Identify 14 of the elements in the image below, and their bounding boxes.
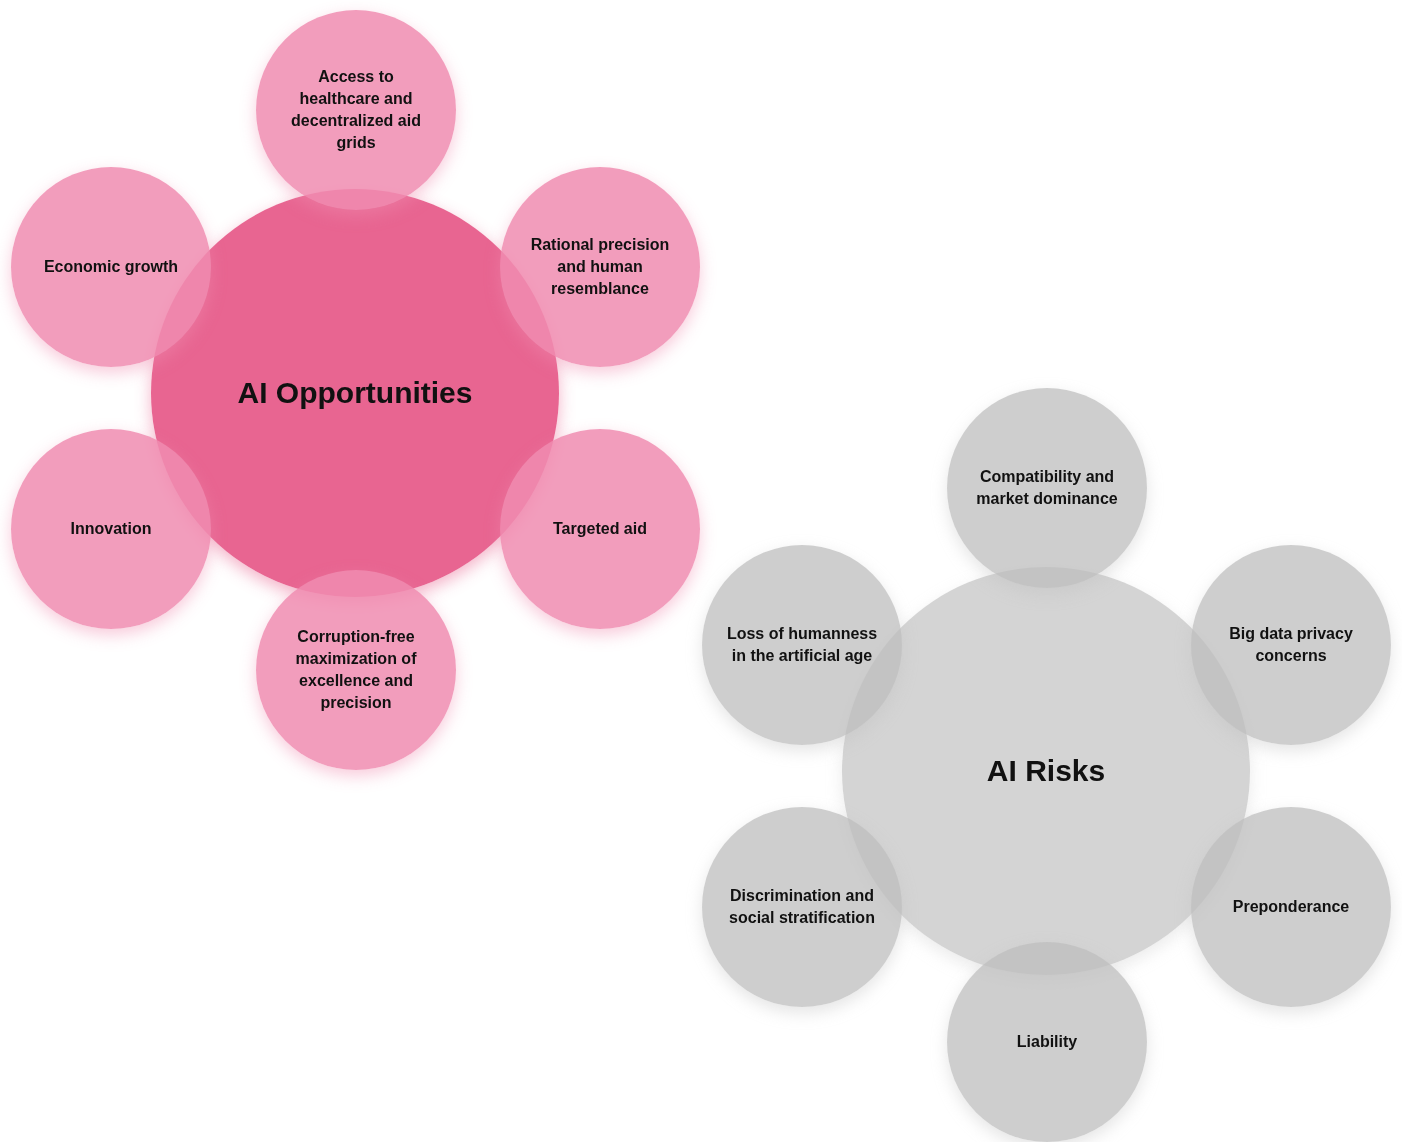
topic-label: Liability xyxy=(1015,1031,1079,1052)
topic-label: Targeted aid xyxy=(552,518,648,539)
topic-label: Discrimination and social stratification xyxy=(728,885,876,928)
hub-title: AI Opportunities xyxy=(236,375,474,411)
topic-label: Loss of humanness in the artificial age xyxy=(725,623,879,666)
topic-label: Access to healthcare and decentralized aid grids xyxy=(290,66,422,154)
topic-label: Economic growth xyxy=(42,256,180,277)
topic-label: Preponderance xyxy=(1231,896,1351,917)
hub-title: AI Risks xyxy=(985,753,1107,789)
topic-label: Innovation xyxy=(69,518,153,539)
topic-label: Corruption-free maximization of excellence and precision xyxy=(294,626,418,714)
topic-label: Compatibility and market dominance xyxy=(975,466,1119,509)
topic-label: Big data privacy concerns xyxy=(1228,623,1354,666)
topic-label: Rational precision and human resemblance xyxy=(529,234,671,300)
